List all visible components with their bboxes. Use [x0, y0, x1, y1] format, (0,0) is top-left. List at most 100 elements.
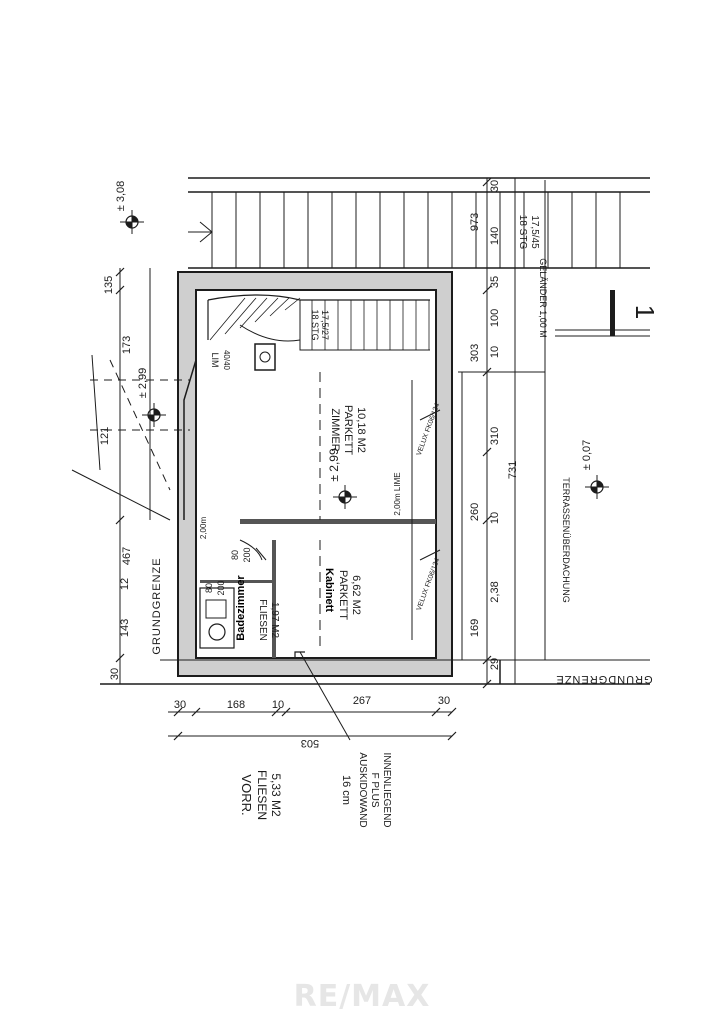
vorr-area: 5,33 M2 — [269, 773, 283, 817]
dim-bottom-4: 30 — [438, 695, 450, 707]
drawing-line — [271, 707, 281, 717]
drawing-line — [431, 707, 441, 717]
zimmer-floor: PARKETT — [342, 405, 354, 455]
dimension-lines — [100, 177, 650, 741]
dim-bottom-2: 10 — [272, 699, 284, 711]
inner-staircase — [207, 294, 430, 371]
zimmer-area: 10,18 M2 — [355, 407, 367, 453]
elevation-marker-left — [142, 403, 166, 427]
wall-note-4: INNENLIEGEND — [381, 752, 392, 827]
wall-note-2: AUSKIDOWAND — [357, 752, 368, 827]
drawing-line — [482, 447, 492, 457]
dim-right-9: 260 — [469, 503, 481, 521]
lim-label: LIM — [210, 352, 220, 367]
drawing-line — [191, 707, 201, 717]
badezimmer-title: Badezimmer — [235, 575, 247, 641]
dim-bottom-0: 30 — [174, 699, 186, 711]
roof-dashed-lines — [71, 354, 321, 650]
drawing-line — [173, 731, 183, 741]
dim-right-5: 303 — [469, 344, 481, 362]
lim-size: 40/40 — [222, 350, 231, 371]
boundary-bottom: GRUNDGRENZE — [555, 673, 652, 685]
dim-bottom-3: 267 — [353, 695, 371, 707]
dim-right-7: 310 — [489, 427, 501, 445]
kabinett-title: Kabinett — [323, 568, 335, 612]
bad-area: 1,97 M2 — [269, 602, 280, 639]
section-marker — [610, 290, 615, 336]
drawing-line — [254, 297, 279, 323]
interior-walls — [200, 380, 436, 658]
bathroom-fixtures — [199, 587, 235, 649]
drawing-line — [482, 515, 492, 525]
drawing-line — [115, 515, 125, 525]
dim-right-6: 10 — [489, 346, 501, 358]
elevation-left-label: ± 2,99 — [137, 368, 149, 399]
drawing-line — [224, 297, 257, 335]
elevation-top-left-label: ± 3,08 — [115, 181, 127, 212]
drawing-line — [482, 285, 492, 295]
stairs-upper-dim: 17,5/45 — [529, 215, 540, 249]
dim-bottom-total: 503 — [301, 737, 319, 749]
stairs-inner-dim: 17,5/27 — [320, 310, 330, 340]
drawing-line — [482, 177, 492, 187]
dim-right-13: 29 — [489, 658, 501, 670]
dim-left-3: 467 — [121, 547, 133, 565]
vorr-label: VORR. — [239, 774, 254, 815]
drawing-line — [209, 297, 246, 341]
drawing-line — [115, 653, 125, 663]
drawing-line — [281, 707, 291, 717]
wall-note-3: F PLUS — [369, 772, 380, 807]
elevation-right-label: ± 0,07 — [581, 440, 593, 471]
dim-right-4: 100 — [489, 309, 501, 327]
door-swings — [239, 409, 441, 658]
dim-left-2: 121 — [99, 427, 111, 445]
roof-height-left: 2,00m — [199, 517, 208, 540]
dim-right-12: 169 — [469, 619, 481, 637]
door-height-label: 200 — [242, 547, 252, 562]
door-width-label: 80 — [230, 550, 240, 560]
dim-left-6: 30 — [109, 668, 121, 680]
remax-watermark: RE/MAX — [294, 979, 431, 1014]
stairs-inner-label: 18 STG — [310, 309, 320, 340]
outer-staircase — [188, 177, 650, 269]
vorr-floor: FLIESEN — [255, 770, 269, 820]
dim-right-10: 10 — [489, 512, 501, 524]
dim-right-3: 35 — [489, 276, 501, 288]
zimmer-label: ZIMMER — [329, 408, 341, 451]
boundary-left: GRUNDGRENZE — [151, 557, 163, 654]
terrasse-label: TERRASSENÜBERDACHUNG — [561, 477, 571, 603]
dim-right-0: 30 — [489, 180, 501, 192]
drawing-line — [115, 285, 125, 295]
stairs-upper-label: 18 STG — [517, 215, 528, 250]
dim-right-11: 2,38 — [489, 581, 501, 602]
drawing-line — [447, 707, 457, 717]
drawing-line — [269, 297, 290, 317]
dim-bottom-1: 168 — [227, 699, 245, 711]
roof-height-zimmer: 2,00m LIME — [393, 472, 402, 515]
elevation-marker-center — [333, 485, 357, 509]
dim-left-1: 173 — [121, 336, 133, 354]
bad-floor: FLIESEN — [257, 599, 268, 641]
elevation-center-label: ± 2,99 — [327, 448, 341, 482]
drawing-line — [447, 731, 457, 741]
dim-right-2: 140 — [489, 227, 501, 245]
drawing-line — [482, 367, 492, 377]
drawing-line — [173, 707, 183, 717]
elevation-marker-top-left — [120, 210, 144, 234]
kabinett-area: 6,62 M2 — [350, 575, 362, 615]
dim-right-1: 973 — [469, 213, 481, 231]
elevation-marker-right — [585, 475, 609, 499]
wall-note-1: 16 cm — [340, 775, 352, 805]
drawing-line — [115, 267, 125, 277]
door-height-label-b: 200 — [216, 580, 226, 595]
dim-left-5: 143 — [119, 619, 131, 637]
door-width-label-b: 80 — [204, 583, 214, 593]
dim-left-4: 12 — [119, 578, 131, 590]
section-marker-label: 1 — [630, 305, 660, 319]
drawing-line — [239, 297, 268, 329]
kabinett-floor: PARKETT — [337, 570, 349, 620]
drawing-line — [284, 297, 301, 311]
gelaender-label: GELÄNDER 1,00 M — [538, 258, 548, 338]
elevation-markers — [120, 210, 609, 509]
